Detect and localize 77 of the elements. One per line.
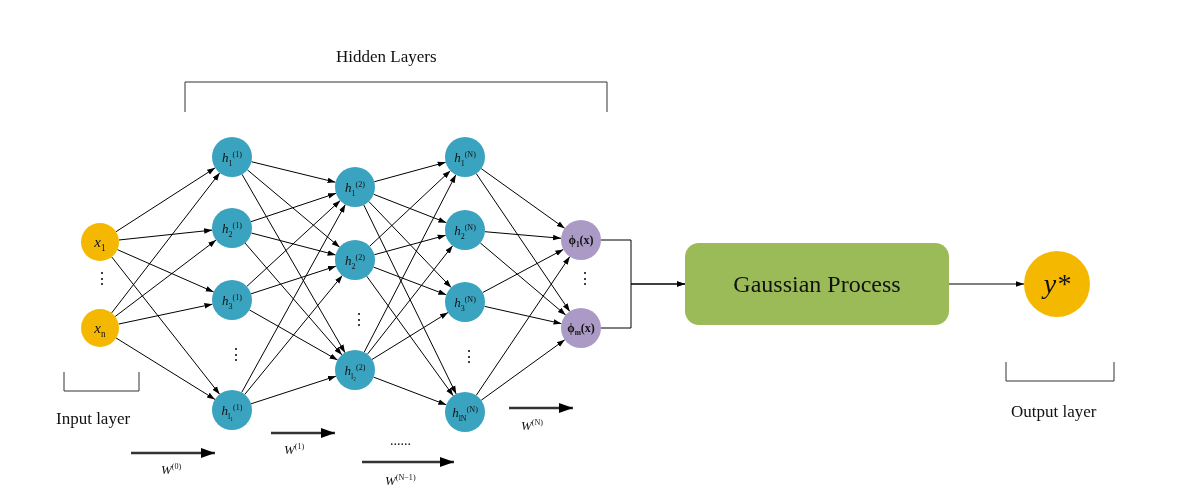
hidden-node — [335, 240, 375, 280]
node-label: ϕ$_{m}$(x) — [567, 322, 595, 334]
arrow — [246, 169, 341, 248]
arrow — [118, 303, 213, 325]
hidden-node — [335, 167, 375, 207]
hidden-node — [445, 282, 485, 322]
arrow — [118, 228, 213, 241]
arrow — [116, 249, 215, 293]
arrow — [248, 309, 339, 361]
ellipsis: ⋮ — [351, 311, 367, 329]
weight-label: W$^{(0)}$ — [161, 463, 182, 478]
arrow — [114, 239, 217, 318]
arrow — [250, 161, 337, 184]
arrow — [480, 168, 566, 229]
process-box — [685, 243, 949, 325]
node-label: x$_{1}$ — [94, 234, 106, 250]
arrow — [246, 200, 341, 287]
arrow — [250, 375, 337, 405]
arrow — [373, 161, 447, 183]
node-label: x$_{n}$ — [94, 320, 106, 336]
weight-label: W$^{(1)}$ — [284, 443, 305, 458]
arrow — [475, 173, 571, 312]
arrow — [250, 232, 337, 256]
arrow — [484, 231, 562, 241]
arrow — [948, 281, 1025, 287]
arrow — [373, 266, 447, 296]
ellipsis: ⋮ — [228, 346, 244, 364]
arrow — [363, 174, 457, 353]
node-label: ϕ$_{1}$(x) — [568, 234, 594, 246]
arrow — [250, 265, 337, 295]
weight-label: W$^{(N)}$ — [521, 419, 543, 434]
ellipsis: ⋮ — [94, 270, 110, 288]
heading: Hidden Layers — [336, 48, 437, 67]
hidden-node — [445, 137, 485, 177]
input-node — [81, 223, 119, 261]
hidden-node — [212, 137, 252, 177]
hidden-node — [212, 280, 252, 320]
ellipsis: ⋮ — [577, 270, 593, 288]
ellipsis: ...... — [390, 433, 411, 449]
weight-label: W$^{(N−1)}$ — [385, 474, 416, 489]
arrow — [600, 281, 686, 329]
arrow — [244, 274, 343, 396]
arrow — [479, 242, 567, 316]
feature-node — [561, 220, 601, 260]
hidden-node — [212, 208, 252, 248]
arrow — [111, 172, 221, 314]
arrow — [366, 275, 454, 397]
arrow — [368, 200, 452, 289]
arrow — [371, 312, 449, 360]
layer-caption: Output layer — [1011, 403, 1097, 422]
arrow — [115, 337, 216, 400]
arrow — [244, 242, 343, 356]
arrow — [482, 248, 564, 294]
layer-caption: Input layer — [56, 410, 131, 429]
arrow — [241, 204, 346, 393]
hidden-node — [445, 210, 485, 250]
arrow — [373, 376, 447, 406]
arrow — [241, 173, 346, 354]
arrow — [115, 167, 216, 233]
hidden-node — [445, 392, 485, 432]
input-node — [81, 309, 119, 347]
arrow — [373, 193, 447, 224]
node-label: Gaussian Process — [733, 272, 901, 296]
arrow — [475, 256, 571, 396]
arrow — [369, 170, 451, 247]
arrow — [480, 339, 566, 401]
arrow — [250, 192, 337, 223]
arrow — [366, 245, 454, 355]
hidden-node — [212, 390, 252, 430]
ellipsis: ⋮ — [461, 348, 477, 366]
node-label: y* — [1043, 270, 1071, 298]
arrow — [111, 256, 221, 395]
arrow — [363, 204, 457, 395]
hidden-node — [335, 350, 375, 390]
arrow — [373, 234, 447, 256]
feature-node — [561, 308, 601, 348]
arrow — [484, 305, 562, 325]
